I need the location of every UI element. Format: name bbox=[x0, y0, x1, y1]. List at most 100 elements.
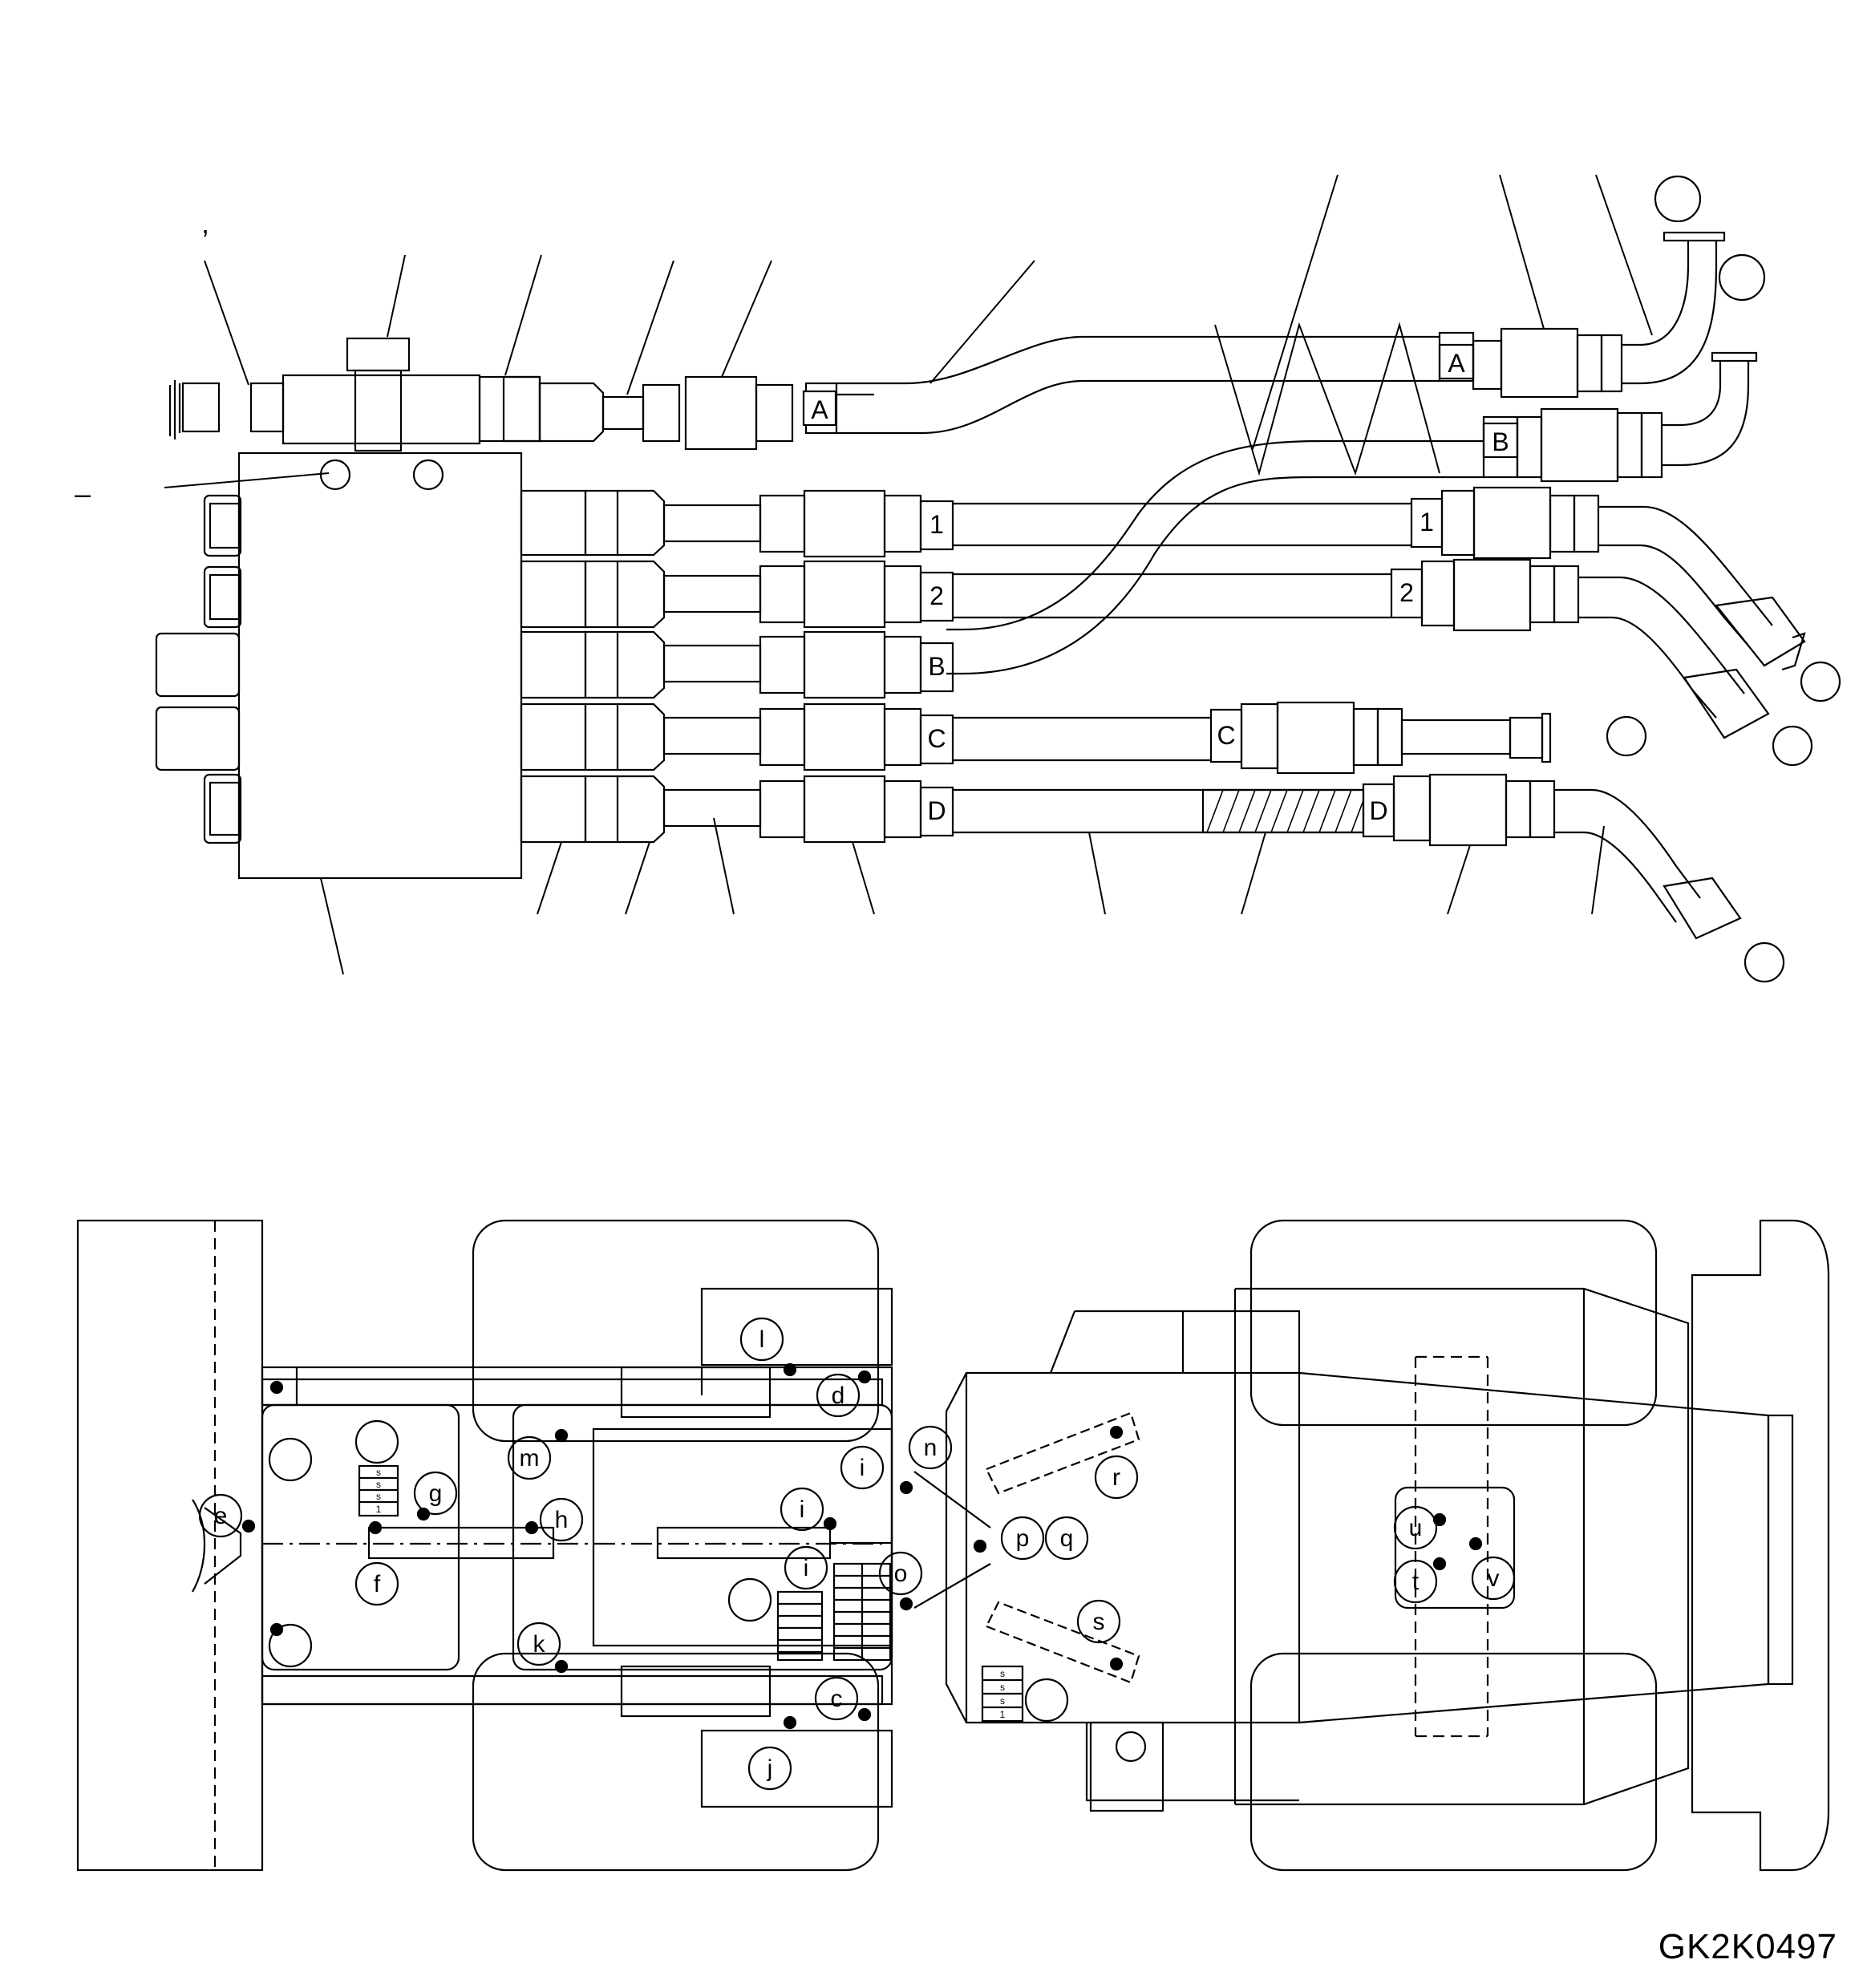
callout-d: d bbox=[816, 1373, 861, 1418]
callout-o: o bbox=[878, 1551, 923, 1596]
svg-text:s: s bbox=[1000, 1682, 1005, 1693]
callout-u: u bbox=[1393, 1505, 1438, 1550]
callout-n: n bbox=[908, 1425, 953, 1470]
tag-A-left bbox=[802, 390, 837, 427]
callout-g: g bbox=[413, 1471, 458, 1516]
svg-text:i: i bbox=[800, 1496, 805, 1523]
svg-text:s: s bbox=[1000, 1668, 1005, 1679]
callout-circle bbox=[1744, 941, 1785, 983]
svg-text:1: 1 bbox=[1000, 1709, 1006, 1720]
callout-blank: i bbox=[784, 1545, 828, 1590]
callout-circle bbox=[354, 1419, 399, 1464]
callout-c: c bbox=[814, 1676, 859, 1721]
svg-text:o: o bbox=[894, 1561, 908, 1587]
svg-text:d: d bbox=[832, 1383, 845, 1409]
svg-text:C: C bbox=[927, 724, 946, 753]
svg-text:s: s bbox=[376, 1467, 381, 1478]
svg-text:n: n bbox=[924, 1435, 938, 1461]
leader-lines-top bbox=[164, 174, 1653, 975]
svg-text:t: t bbox=[1412, 1569, 1420, 1595]
svg-text:2: 2 bbox=[1399, 578, 1414, 607]
front-tire-bottom bbox=[472, 1652, 880, 1872]
left-caps bbox=[155, 494, 242, 844]
svg-text:1: 1 bbox=[1420, 508, 1434, 536]
callout-t: t bbox=[1393, 1559, 1438, 1604]
svg-text:s: s bbox=[1000, 1695, 1005, 1707]
callout-circle bbox=[727, 1577, 772, 1622]
hose-rows: 1 1 2 2 bbox=[520, 486, 1841, 983]
spec-stack-text: s s s 1 s s s 1 bbox=[376, 1467, 1006, 1720]
svg-text:B: B bbox=[928, 652, 945, 681]
svg-text:h: h bbox=[555, 1507, 569, 1533]
machine-plan-view: l d m g e h f i i i n o r p q s k c j u … bbox=[76, 1219, 1830, 1872]
callout-s: s bbox=[1076, 1599, 1121, 1644]
callout-r: r bbox=[1094, 1455, 1139, 1500]
svg-text:j: j bbox=[767, 1755, 773, 1782]
svg-text:i: i bbox=[804, 1555, 809, 1581]
callout-circle bbox=[1654, 175, 1702, 223]
hose-A bbox=[836, 335, 1440, 385]
svg-text:u: u bbox=[1409, 1515, 1423, 1541]
hose-tag: A bbox=[811, 395, 828, 424]
svg-text:A: A bbox=[1448, 349, 1465, 378]
svg-text:D: D bbox=[927, 796, 946, 825]
callout-circle bbox=[1718, 253, 1766, 302]
callout-j: j bbox=[747, 1746, 792, 1791]
callout-circle bbox=[1772, 725, 1813, 767]
svg-text:s: s bbox=[1093, 1609, 1105, 1635]
rear-chassis bbox=[945, 1371, 1301, 1724]
svg-text:f: f bbox=[374, 1571, 381, 1597]
svg-text:2: 2 bbox=[929, 581, 944, 610]
svg-text:p: p bbox=[1016, 1525, 1030, 1552]
callout-circle bbox=[1800, 661, 1841, 702]
valve-block bbox=[237, 451, 523, 880]
callout-circle bbox=[1024, 1678, 1069, 1723]
port-hole bbox=[412, 459, 444, 491]
svg-text:g: g bbox=[429, 1480, 443, 1507]
callout-f: f bbox=[354, 1561, 399, 1606]
callout-circle bbox=[268, 1437, 313, 1482]
svg-text:c: c bbox=[831, 1686, 843, 1712]
callout-i-upper: i bbox=[840, 1445, 885, 1490]
protective-sleeve bbox=[1201, 788, 1365, 834]
svg-text:1: 1 bbox=[376, 1504, 382, 1515]
callout-circle bbox=[1606, 715, 1647, 757]
svg-text:r: r bbox=[1112, 1464, 1120, 1491]
callout-p: p bbox=[1000, 1516, 1045, 1561]
svg-text:D: D bbox=[1369, 796, 1387, 825]
svg-text:s: s bbox=[376, 1479, 381, 1490]
callout-q: q bbox=[1044, 1516, 1089, 1561]
svg-text:v: v bbox=[1488, 1565, 1500, 1592]
callout-e: e bbox=[198, 1493, 243, 1538]
front-tire-top bbox=[472, 1219, 880, 1443]
callout-i-lower: i bbox=[780, 1487, 824, 1532]
drawing-code: GK2K0497 bbox=[1658, 1927, 1837, 1966]
hose-A-lower bbox=[836, 379, 1440, 435]
counterweight bbox=[1691, 1219, 1830, 1872]
spec-stack-mid bbox=[776, 1562, 892, 1662]
callout-h: h bbox=[539, 1497, 584, 1542]
relief-valve bbox=[168, 337, 874, 452]
callout-circle bbox=[268, 1623, 313, 1668]
svg-text:C: C bbox=[1217, 721, 1235, 750]
rear-tire-bottom bbox=[1249, 1652, 1658, 1872]
rear-tire-top bbox=[1249, 1219, 1658, 1427]
sleeve-hatch bbox=[1206, 789, 1364, 833]
svg-text:i: i bbox=[860, 1455, 865, 1481]
svg-text:1: 1 bbox=[929, 510, 944, 539]
svg-text:q: q bbox=[1060, 1525, 1074, 1552]
spec-stack-rear bbox=[981, 1665, 1024, 1723]
letter-callouts: l d m g e h f i i i n o r p q s k c j u … bbox=[198, 1317, 1516, 1791]
mark-dash: – bbox=[75, 477, 91, 510]
svg-text:s: s bbox=[376, 1491, 381, 1502]
svg-text:e: e bbox=[214, 1503, 228, 1529]
callout-m: m bbox=[507, 1435, 552, 1480]
callout-k: k bbox=[516, 1622, 561, 1666]
callout-l: l bbox=[739, 1317, 784, 1362]
spec-stack-front bbox=[358, 1464, 399, 1517]
grease-points bbox=[241, 1362, 1483, 1730]
callout-v: v bbox=[1471, 1556, 1516, 1601]
blade bbox=[76, 1219, 264, 1872]
svg-text:m: m bbox=[520, 1445, 540, 1472]
